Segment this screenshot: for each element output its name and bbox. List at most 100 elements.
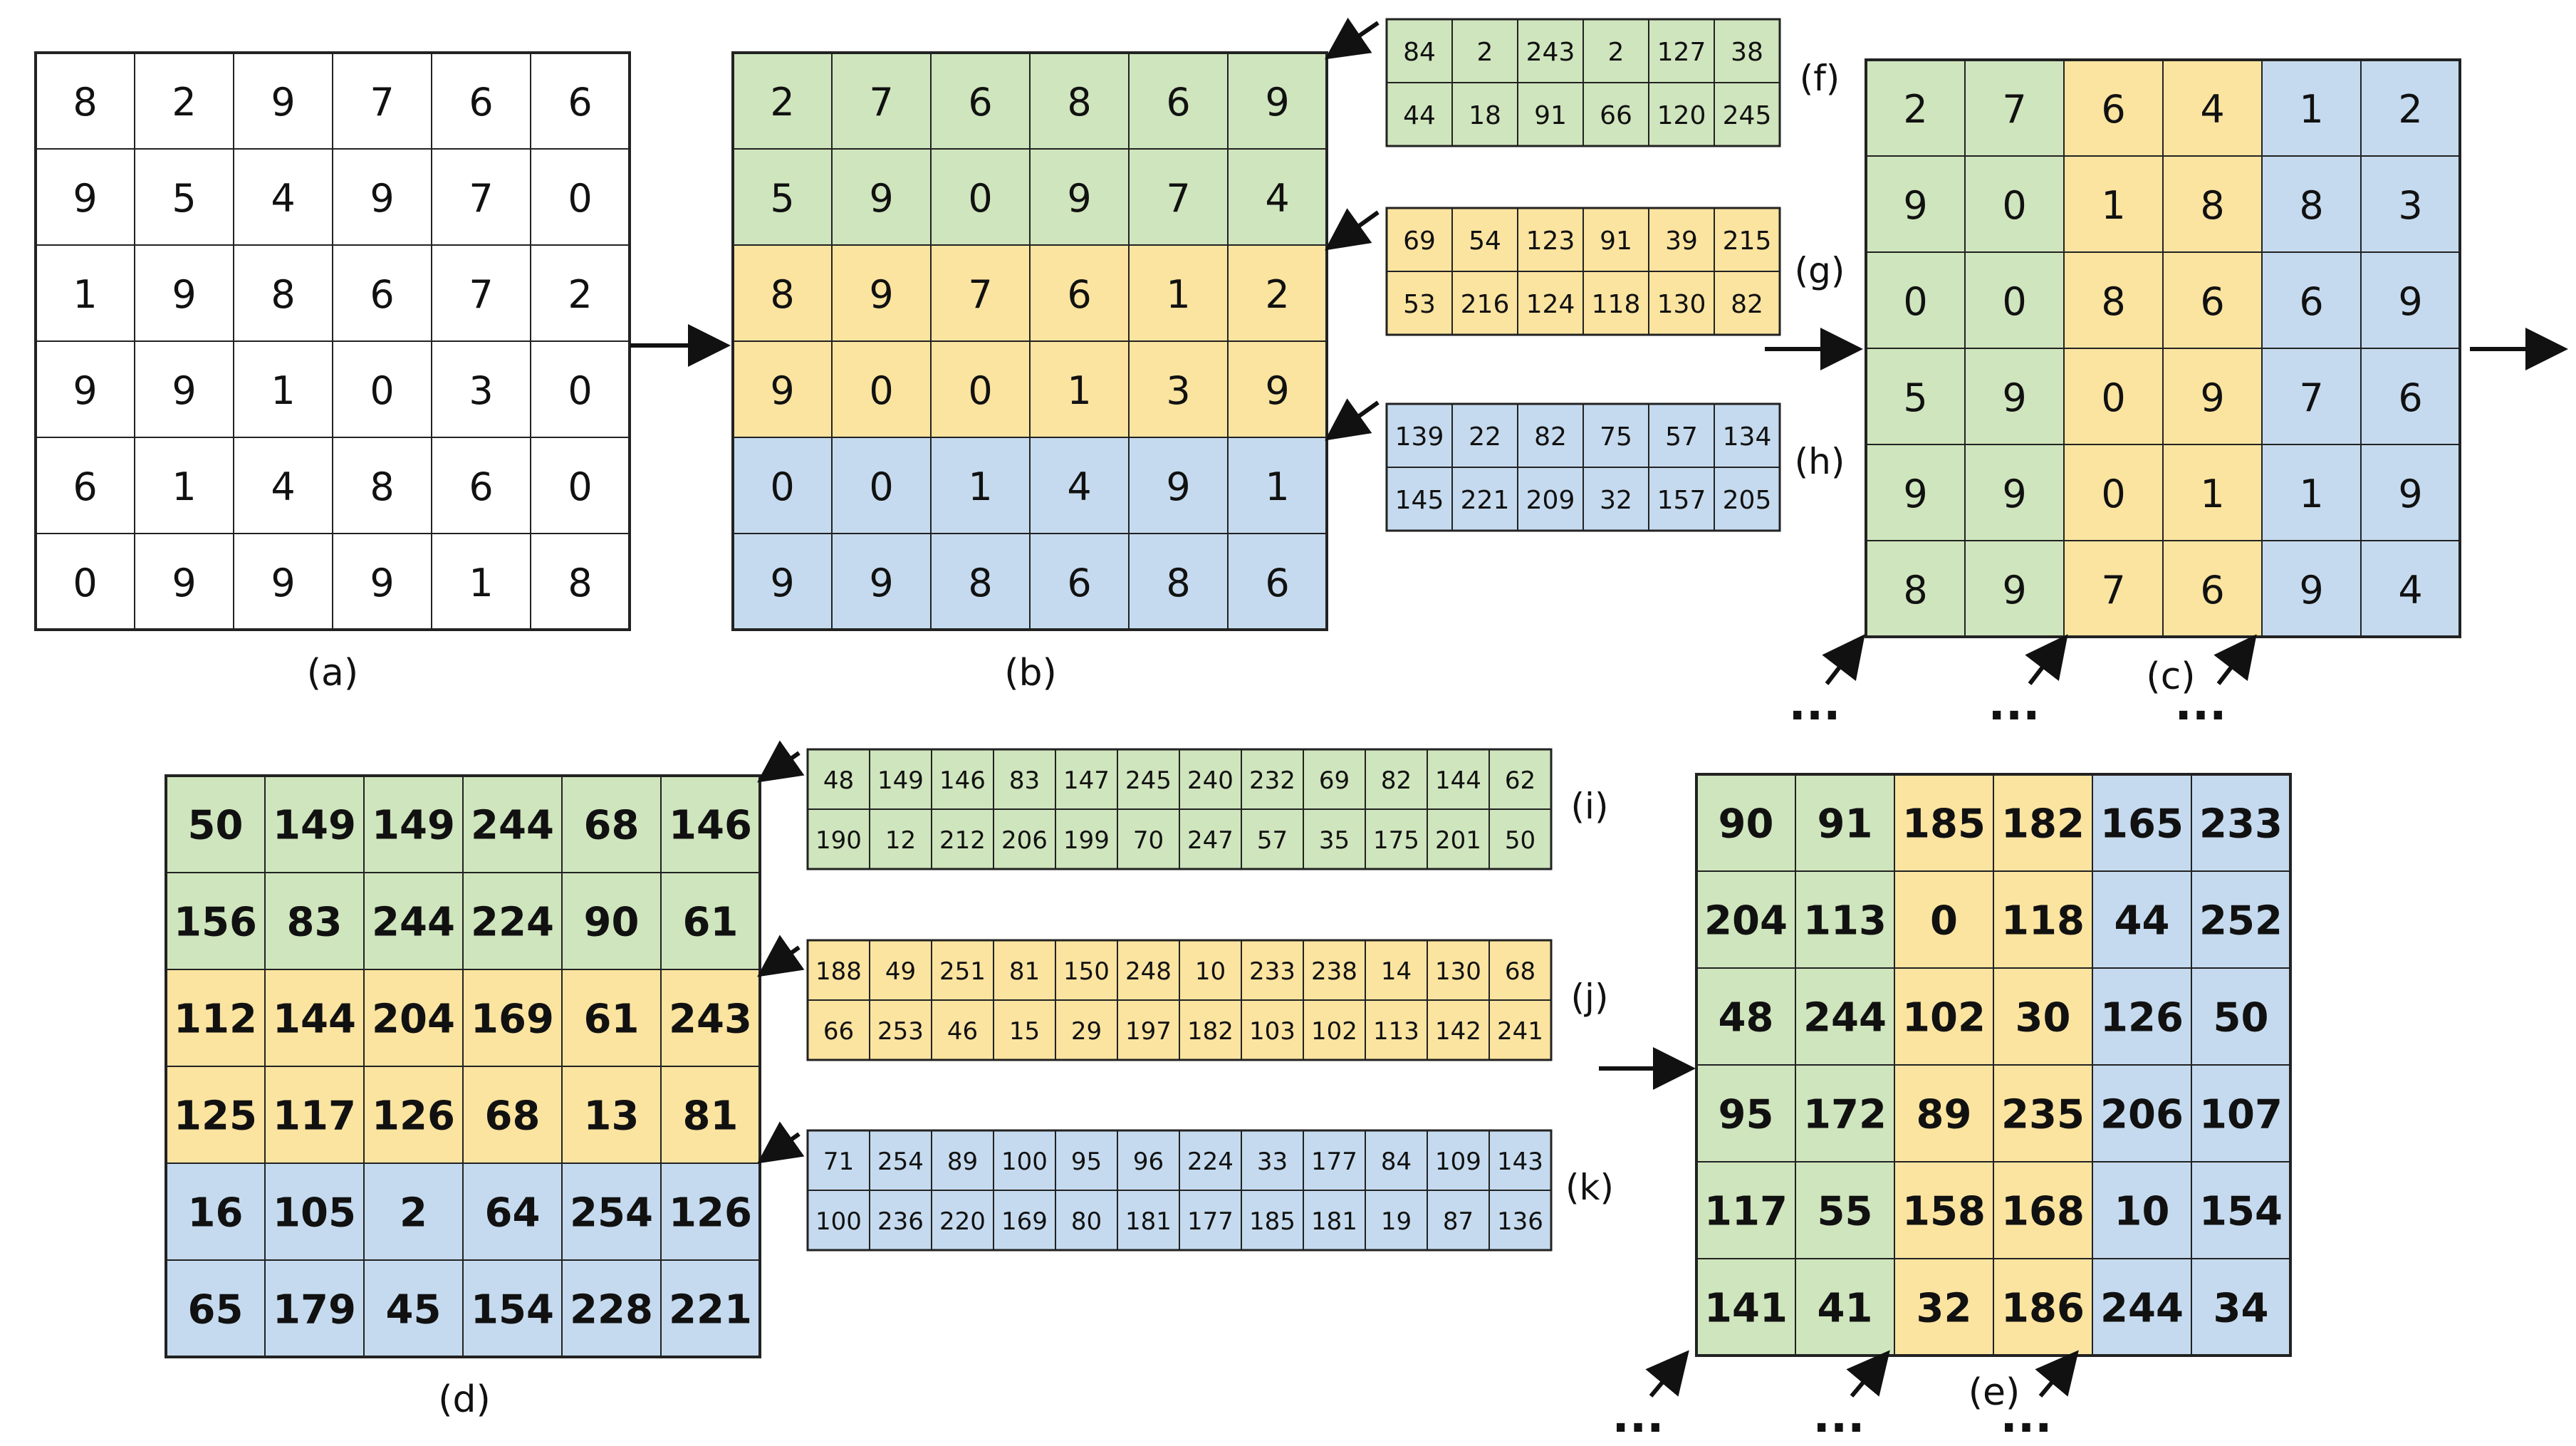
matrix-c-cell-value: 9	[2398, 472, 2422, 516]
matrix-k-cell-value: 100	[815, 1207, 862, 1236]
matrix-i-cell	[1055, 808, 1118, 870]
matrix-d-cell	[462, 1162, 563, 1261]
matrix-d-cell	[264, 775, 365, 873]
matrix-b-cell	[930, 148, 1031, 246]
matrix-a-cell	[530, 533, 630, 630]
matrix-e-cell	[2092, 1064, 2192, 1162]
flow-arrow	[1846, 1350, 1890, 1398]
matrix-a-cell	[134, 52, 234, 150]
matrix-d-cell-value: 146	[669, 803, 752, 849]
matrix-i-cell-value: 212	[939, 826, 986, 855]
matrix-f-cell-value: 120	[1657, 101, 1706, 130]
matrix-a-cell-value: 9	[370, 561, 394, 605]
matrix-b-border	[731, 51, 1328, 631]
matrix-e-cell	[2092, 967, 2192, 1066]
matrix-d-cell	[165, 775, 266, 873]
matrix-c-cell-value: 7	[2002, 87, 2026, 132]
matrix-g-border	[1385, 207, 1781, 336]
matrix-k-cell-value: 89	[947, 1148, 978, 1176]
matrix-i-cell	[1488, 749, 1552, 810]
matrix-e-cell	[1993, 1064, 2093, 1162]
matrix-i-cell	[1365, 808, 1428, 870]
matrix-b-cell-value: 9	[770, 561, 794, 605]
matrix-d-cell	[363, 1259, 464, 1358]
matrix-h-cell	[1714, 403, 1780, 468]
matrix-c-cell	[1964, 444, 2065, 541]
matrix-d-cell-value: 156	[174, 900, 257, 946]
matrix-e-cell	[1696, 774, 1796, 872]
flow-arrow	[757, 740, 805, 783]
matrix-j-cell-value: 253	[877, 1017, 924, 1046]
matrix-a-cell-value: 7	[370, 80, 394, 125]
matrix-a-cell-value: 0	[568, 464, 592, 509]
matrix-c-cell	[2162, 444, 2263, 541]
matrix-k-cell	[1303, 1190, 1366, 1251]
matrix-j-cell	[1365, 940, 1428, 1001]
matrix-e-cell-value: 244	[2100, 1286, 2184, 1332]
matrix-a-cell	[35, 533, 135, 630]
matrix-i-cell-value: 82	[1381, 766, 1412, 795]
matrix-c-cell-value: 8	[2101, 279, 2125, 324]
matrix-c-cell-value: 4	[2200, 87, 2224, 132]
matrix-d-cell-value: 154	[471, 1287, 554, 1333]
matrix-e-cell	[1795, 967, 1895, 1066]
matrix-b-cell	[1128, 244, 1229, 342]
matrix-b-cell	[930, 244, 1031, 342]
matrix-i-cell	[869, 808, 932, 870]
matrix-h-cell-value: 75	[1600, 422, 1632, 452]
matrix-f-cell	[1451, 19, 1518, 83]
matrix-d-cell-value: 50	[188, 803, 244, 849]
matrix-b-cell	[1227, 340, 1328, 438]
matrix-b-cell-value: 1	[968, 464, 992, 509]
matrix-c-cell-value: 8	[2299, 183, 2323, 228]
matrix-k-cell	[1241, 1130, 1304, 1191]
matrix-a-cell	[35, 52, 135, 150]
matrix-i-cell-value: 50	[1505, 826, 1535, 855]
matrix-c-cell	[2360, 348, 2461, 445]
matrix-a-cell	[134, 148, 234, 246]
caption-a: (a)	[307, 652, 358, 695]
matrix-h-cell	[1451, 403, 1518, 468]
matrix-i-cell-value: 70	[1133, 826, 1164, 855]
matrix-g-cell	[1451, 207, 1518, 272]
matrix-g-cell	[1386, 207, 1453, 272]
ellipsis-mark: ...	[1612, 1390, 1664, 1443]
matrix-e-border	[1695, 773, 2292, 1357]
flow-arrow	[1325, 398, 1380, 441]
matrix-b-cell	[1227, 148, 1328, 246]
matrix-k-cell-value: 169	[1001, 1207, 1048, 1236]
matrix-a-cell	[530, 52, 630, 150]
matrix-j-cell	[1488, 999, 1552, 1061]
matrix-i-cell	[993, 808, 1056, 870]
matrix-b-cell-value: 4	[1067, 464, 1091, 509]
matrix-j-cell-value: 102	[1311, 1017, 1357, 1046]
matrix-g-cell-value: 39	[1665, 227, 1698, 256]
matrix-e-cell-value: 30	[2016, 995, 2071, 1041]
matrix-d-cell-value: 169	[471, 997, 554, 1043]
matrix-i-cell-value: 35	[1319, 826, 1350, 855]
matrix-b-cell	[732, 437, 833, 534]
matrix-a-cell-value: 0	[370, 368, 394, 413]
matrix-a-cell	[530, 244, 630, 342]
matrix-c-cell-value: 6	[2398, 375, 2422, 420]
matrix-h-cell-value: 139	[1395, 422, 1444, 452]
matrix-c-cell-value: 9	[2299, 568, 2323, 613]
matrix-k-cell-value: 143	[1497, 1148, 1543, 1176]
matrix-e-cell	[1696, 870, 1796, 969]
matrix-i-cell-value: 149	[877, 766, 924, 795]
matrix-a-cell-value: 0	[73, 561, 97, 605]
matrix-a-cell	[332, 148, 432, 246]
matrix-f-cell-value: 245	[1723, 101, 1772, 130]
matrix-f-cell-value: 2	[1477, 38, 1493, 67]
matrix-b-cell-value: 9	[1166, 464, 1190, 509]
matrix-i-cell-value: 232	[1249, 766, 1295, 795]
matrix-e-cell-value: 235	[2001, 1092, 2085, 1138]
matrix-g-cell-value: 123	[1526, 227, 1575, 256]
matrix-b-cell-value: 0	[968, 176, 992, 221]
matrix-h-cell	[1517, 403, 1584, 468]
flow-arrow	[2213, 634, 2257, 685]
